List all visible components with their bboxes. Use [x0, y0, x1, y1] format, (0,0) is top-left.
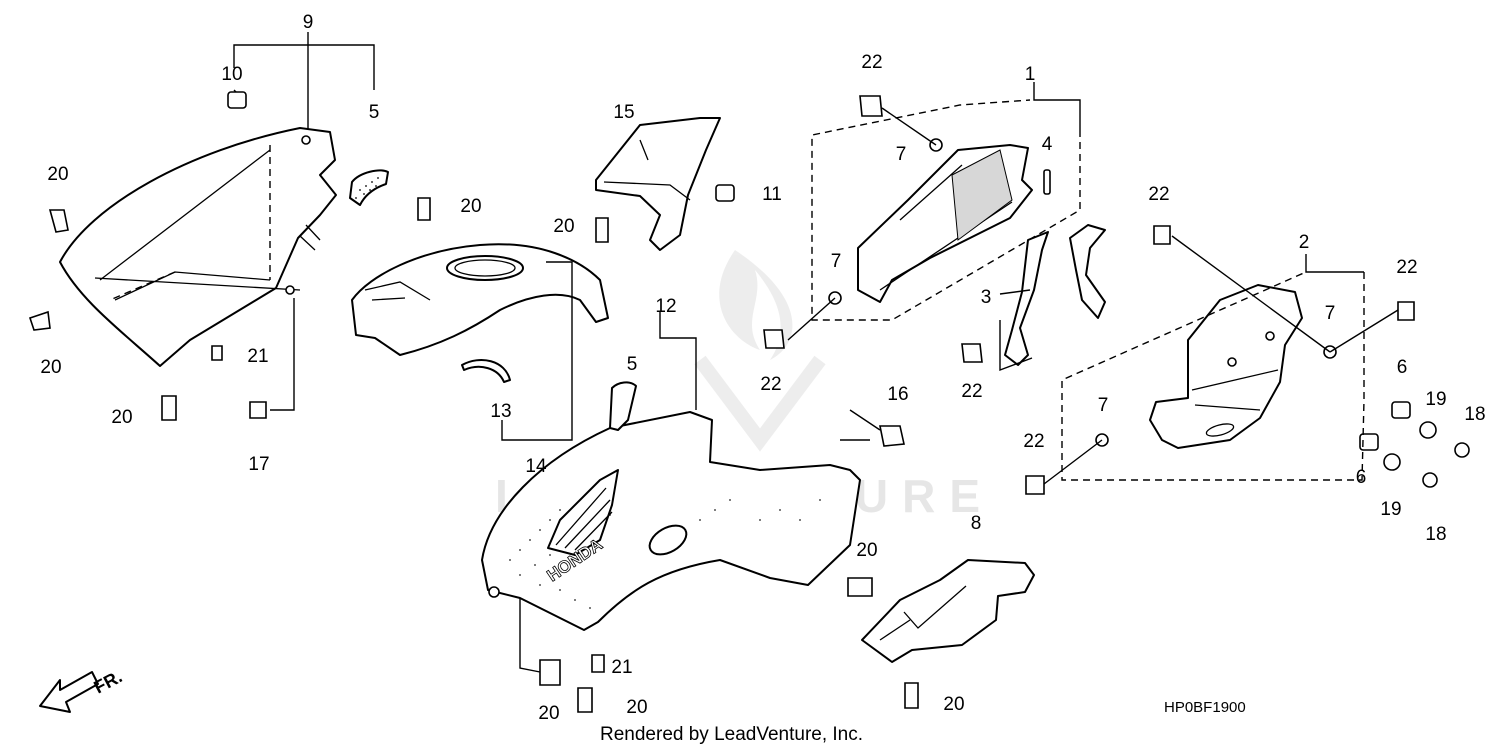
part-13-clip [461, 359, 511, 383]
arrow-left-icon [39, 671, 99, 713]
callout-20-i: 20 [943, 694, 964, 715]
callout-20-b: 20 [40, 357, 61, 378]
callout-22-e: 22 [1396, 257, 1417, 278]
part-8-lower-cover [861, 559, 1035, 663]
callout-7-d: 7 [1098, 395, 1109, 416]
callout-22-d: 22 [1148, 184, 1169, 205]
callout-6-upper: 6 [1397, 357, 1408, 378]
front-direction-arrow: FR. [39, 666, 125, 713]
part-2-lower-right-cover [1149, 284, 1303, 449]
callout-20-f: 20 [856, 540, 877, 561]
callout-6-lower: 6 [1356, 467, 1367, 488]
callout-5-lower: 5 [627, 354, 638, 375]
callout-17: 17 [248, 454, 269, 475]
callout-20-a: 20 [47, 164, 68, 185]
callout-22-f: 22 [1023, 431, 1044, 452]
callout-2: 2 [1299, 232, 1310, 253]
callout-18-lower: 18 [1425, 524, 1446, 545]
callout-20-h: 20 [626, 697, 647, 718]
callout-22-c: 22 [961, 381, 982, 402]
callout-numbers: 1 2 3 4 5 5 6 6 7 7 7 7 8 9 10 11 12 13 … [40, 12, 1485, 724]
callout-20-e: 20 [553, 216, 574, 237]
callout-16: 16 [887, 384, 908, 405]
part-1-right-cover [857, 144, 1033, 303]
callout-20-d: 20 [460, 196, 481, 217]
callout-18-upper: 18 [1464, 404, 1485, 425]
callout-22-b: 22 [760, 374, 781, 395]
part-5-pad-upper [349, 169, 389, 206]
part-12-left-shroud: HONDA [481, 411, 861, 631]
callout-7-a: 7 [896, 144, 907, 165]
part-14-tank-cover [351, 243, 609, 356]
callout-22-a: 22 [861, 52, 882, 73]
direction-label: FR. [90, 666, 125, 697]
callout-21-b: 21 [611, 657, 632, 678]
callout-12: 12 [655, 296, 676, 317]
callout-13: 13 [490, 401, 511, 422]
diagram-code: HP0BF1900 [1164, 699, 1246, 716]
callout-9: 9 [303, 12, 314, 33]
callout-7-c: 7 [1325, 303, 1336, 324]
part-3-bracket [1004, 224, 1106, 366]
callout-10: 10 [221, 64, 242, 85]
part-9-side-cover [59, 127, 337, 367]
callout-14: 14 [525, 456, 547, 477]
callout-8: 8 [971, 513, 982, 534]
leader-lines [233, 32, 1399, 673]
callout-15: 15 [613, 102, 634, 123]
callout-21-a: 21 [247, 346, 268, 367]
callout-20-c: 20 [111, 407, 132, 428]
callout-5-upper: 5 [369, 102, 380, 123]
callout-3: 3 [981, 287, 992, 308]
callout-1: 1 [1025, 64, 1036, 85]
part-5-pad-lower [609, 381, 637, 431]
callout-19-lower: 19 [1380, 499, 1401, 520]
callout-7-b: 7 [831, 251, 842, 272]
callout-20-g: 20 [538, 703, 559, 724]
callout-11: 11 [762, 184, 782, 205]
callout-4: 4 [1042, 134, 1053, 155]
callout-19-upper: 19 [1425, 389, 1446, 410]
part-15-bracket-cover [595, 117, 721, 251]
credit-text: Rendered by LeadVenture, Inc. [600, 724, 863, 745]
